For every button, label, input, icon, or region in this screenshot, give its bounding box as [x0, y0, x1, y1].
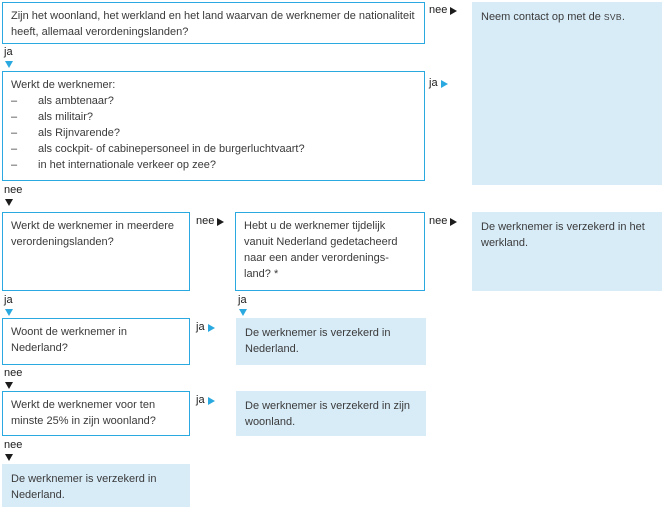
- question-box-25-procent-woonland: Werkt de werknemer voor ten minste 25% i…: [2, 391, 190, 436]
- list-item: – als cockpit- of cabinepersoneel in de …: [11, 143, 305, 155]
- label-nee-q5: nee: [4, 367, 22, 389]
- label-nee-q6: nee: [4, 439, 22, 461]
- result-text: De werknemer is verzekerd in het werklan…: [481, 221, 645, 249]
- question-text: Werkt de werknemer:: [11, 79, 116, 91]
- arrow-down-icon: [5, 199, 13, 206]
- label-text: ja: [4, 46, 13, 58]
- label-ja-q2: ja: [429, 77, 448, 90]
- arrow-right-icon: [440, 80, 448, 88]
- result-text: Neem contact op met de svb.: [481, 11, 625, 23]
- question-text: Werkt de werknemer voor ten minste 25% i…: [11, 399, 156, 427]
- question-text: Zijn het woonland, het werkland en het l…: [11, 10, 415, 38]
- label-nee-q2: nee: [4, 184, 22, 206]
- question-text: Hebt u de werknemer tijdelijk vanuit Ned…: [244, 220, 398, 280]
- question-box-woont-in-nederland: Woont de werknemer in Nederland?: [2, 318, 190, 365]
- dash-bullet: –: [11, 127, 18, 139]
- arrow-right-icon: [217, 218, 225, 226]
- list-item: – als ambtenaar?: [11, 95, 114, 107]
- arrow-down-icon: [5, 61, 13, 68]
- label-ja-q4: ja: [238, 294, 247, 316]
- question-box-verordeningslanden: Zijn het woonland, het werkland en het l…: [2, 2, 425, 44]
- result-box-contact-svb: Neem contact op met de svb.: [472, 2, 662, 185]
- dash-bullet: –: [11, 95, 18, 107]
- label-ja-q5: ja: [196, 321, 215, 334]
- arrow-down-icon: [5, 454, 13, 461]
- label-text: nee: [4, 367, 23, 379]
- label-text: nee: [429, 4, 448, 16]
- question-box-gedetacheerd: Hebt u de werknemer tijdelijk vanuit Ned…: [235, 212, 425, 291]
- dash-bullet: –: [11, 159, 18, 171]
- label-text: nee: [429, 215, 448, 227]
- question-box-meerdere-verordeningslanden: Werkt de werknemer in meerdere verordeni…: [2, 212, 190, 291]
- question-box-werkt-de-werknemer: Werkt de werknemer: – als ambtenaar? – a…: [2, 71, 425, 181]
- label-nee-q1: nee: [429, 4, 458, 17]
- list-item: – in het internationale verkeer op zee?: [11, 159, 216, 171]
- arrow-down-icon: [239, 309, 247, 316]
- label-nee-q4: nee: [429, 215, 458, 228]
- label-text: ja: [429, 77, 438, 89]
- list-item: – als militair?: [11, 111, 94, 123]
- label-text: ja: [4, 294, 13, 306]
- label-text: nee: [4, 184, 23, 196]
- result-box-nederland-1: De werknemer is verzekerd in Nederland.: [236, 318, 426, 365]
- result-box-woonland: De werknemer is verzekerd in zijn woonla…: [236, 391, 426, 436]
- result-text: De werknemer is verzekerd in zijn woonla…: [245, 400, 411, 428]
- arrow-down-icon: [5, 309, 13, 316]
- arrow-right-icon: [450, 7, 458, 15]
- label-text: ja: [196, 321, 205, 333]
- arrow-right-icon: [207, 397, 215, 405]
- result-text: De werknemer is verzekerd in Nederland.: [245, 327, 391, 355]
- question-text: Woont de werknemer in Nederland?: [11, 326, 127, 354]
- label-text: ja: [238, 294, 247, 306]
- label-ja-q3: ja: [4, 294, 13, 316]
- dash-bullet: –: [11, 143, 18, 155]
- label-nee-q3: nee: [196, 215, 225, 228]
- arrow-right-icon: [450, 218, 458, 226]
- result-box-werkland: De werknemer is verzekerd in het werklan…: [472, 212, 662, 291]
- label-text: ja: [196, 394, 205, 406]
- label-text: nee: [4, 439, 23, 451]
- dash-bullet: –: [11, 111, 18, 123]
- label-ja-q1: ja: [4, 46, 13, 68]
- svb-acronym: svb: [603, 12, 622, 22]
- label-text: nee: [196, 215, 215, 227]
- label-ja-q6: ja: [196, 394, 215, 407]
- question-text: Werkt de werknemer in meerdere verordeni…: [11, 220, 175, 248]
- result-text: De werknemer is verzekerd in Nederland.: [11, 473, 157, 501]
- arrow-right-icon: [207, 324, 215, 332]
- list-item: – als Rijnvarende?: [11, 127, 120, 139]
- arrow-down-icon: [5, 382, 13, 389]
- result-box-nederland-2: De werknemer is verzekerd in Nederland.: [2, 464, 190, 507]
